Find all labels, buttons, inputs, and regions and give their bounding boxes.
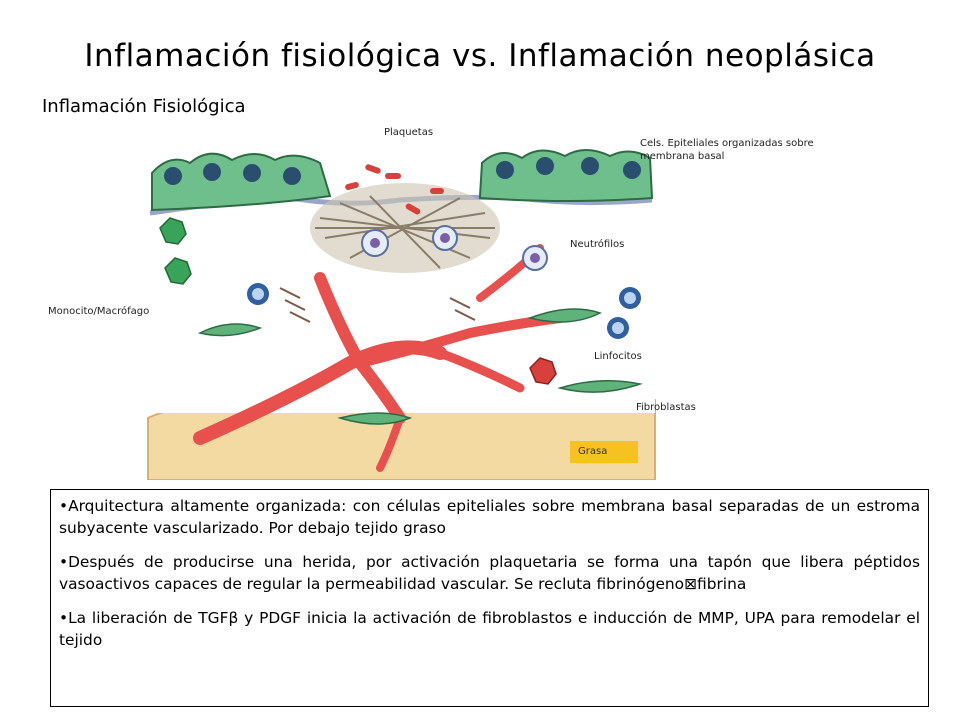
beta-symbol: β bbox=[228, 609, 239, 627]
label-neutrofilos: Neutrófilos bbox=[570, 239, 625, 250]
bullet-herida: •Después de producirse una herida, por a… bbox=[59, 551, 920, 595]
fibrin-clot bbox=[310, 183, 500, 273]
conversion-symbol: ⊠ bbox=[684, 575, 698, 593]
fibroblasts bbox=[197, 308, 643, 425]
label-fibroblastos: Fibroblastas bbox=[636, 402, 696, 413]
collagen-fibers bbox=[279, 287, 476, 323]
section-subtitle: Inflamación Fisiológica bbox=[42, 96, 246, 117]
bullet-herida-fibrina: fibrina bbox=[697, 575, 747, 593]
label-monocito: Monocito/Macrófago bbox=[48, 306, 150, 317]
bullet-arquitectura: •Arquitectura altamente organizada: con … bbox=[59, 497, 920, 537]
bullet-tgf: •La liberación de TGFβ y PDGF inicia la … bbox=[59, 607, 920, 651]
label-linfocitos: Linfocitos bbox=[594, 351, 642, 362]
neutrophils bbox=[361, 225, 548, 271]
label-grasa: Grasa bbox=[570, 441, 638, 463]
blood-vessels bbox=[193, 244, 565, 472]
summary-textbox: •Arquitectura altamente organizada: con … bbox=[50, 489, 929, 707]
tissue-illustration bbox=[147, 149, 656, 480]
epithelial-cells-right bbox=[479, 149, 654, 202]
bullet-tgf-text: •La liberación de TGF bbox=[59, 609, 229, 627]
bullet-herida-text: •Después de producirse una herida, por a… bbox=[59, 553, 920, 593]
page-title: Inflamación fisiológica vs. Inflamación … bbox=[84, 38, 876, 74]
lymphocytes bbox=[247, 283, 641, 339]
macrophages bbox=[159, 217, 557, 385]
label-epiteliales: Cels. Epiteliales organizadas sobre memb… bbox=[640, 138, 814, 162]
label-plaquetas: Plaquetas bbox=[384, 127, 434, 138]
platelets bbox=[345, 164, 444, 215]
epithelial-cells-left bbox=[151, 152, 332, 212]
bullet-tgf-rest: y PDGF inicia la activación de fibroblas… bbox=[59, 609, 921, 649]
